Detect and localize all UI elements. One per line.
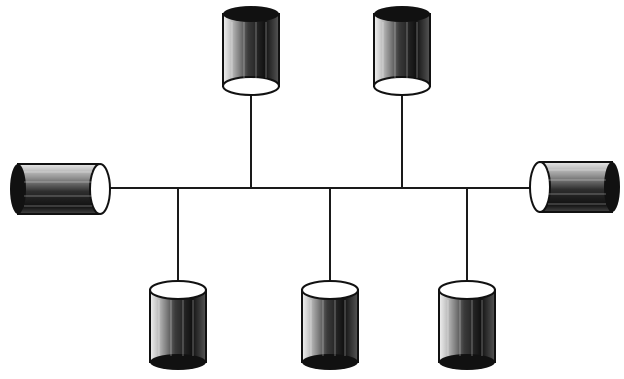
cylinder-cap [529, 161, 551, 213]
bus-wires [100, 92, 538, 285]
storage-node-right [529, 161, 620, 213]
cylinder-cap [89, 163, 111, 215]
cylinder-cap [301, 280, 359, 300]
storage-node-top-left [222, 6, 280, 96]
cylinder-cap [373, 76, 431, 96]
storage-node-top-right [373, 6, 431, 96]
storage-node-bottom-left [149, 280, 207, 370]
cylinder-cap [149, 280, 207, 300]
cylinder-cap [222, 76, 280, 96]
storage-node-left [10, 163, 111, 215]
cylinder-cap [438, 280, 496, 300]
storage-node-bottom-right [438, 280, 496, 370]
storage-node-bottom-middle [301, 280, 359, 370]
